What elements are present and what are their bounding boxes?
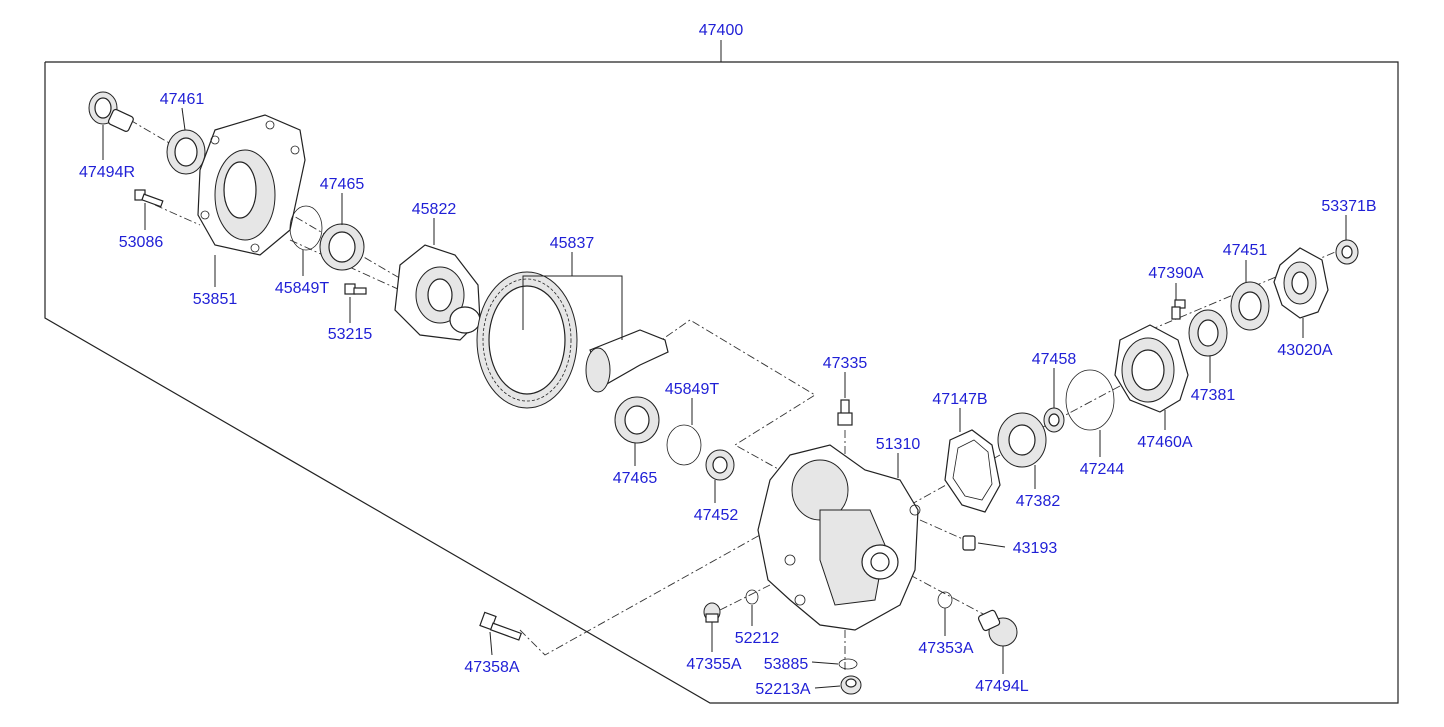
part-47358A-drawing (479, 611, 522, 641)
part-45849T-upper-drawing (289, 205, 323, 251)
part-label-43193[interactable]: 43193 (1013, 540, 1058, 557)
part-labels: 47400 47461 47494R 53086 53851 47465 458… (79, 22, 1377, 698)
part-47335-drawing (837, 399, 853, 426)
part-47458-drawing (1043, 407, 1065, 433)
part-52213A-drawing (840, 675, 862, 695)
part-53371B-drawing (1335, 239, 1359, 265)
part-label-47452[interactable]: 47452 (694, 507, 739, 524)
part-label-53851[interactable]: 53851 (193, 291, 238, 308)
part-47355A-drawing (703, 602, 721, 623)
part-label-47461[interactable]: 47461 (160, 91, 205, 108)
assembly-frame (44, 40, 1399, 704)
part-label-47390A[interactable]: 47390A (1148, 265, 1203, 282)
part-43193-drawing (962, 535, 976, 551)
part-label-47381[interactable]: 47381 (1191, 387, 1236, 404)
part-label-47335[interactable]: 47335 (823, 355, 868, 372)
part-label-43020A[interactable]: 43020A (1277, 342, 1332, 359)
part-53086-drawing (134, 189, 164, 208)
part-label-52212[interactable]: 52212 (735, 630, 780, 647)
part-label-51310[interactable]: 51310 (876, 436, 921, 453)
part-47465-upper-drawing (319, 223, 365, 271)
part-53885-drawing (838, 658, 858, 670)
part-label-45837[interactable]: 45837 (550, 235, 595, 252)
part-47381-drawing (1188, 309, 1228, 357)
part-53851-drawing (197, 114, 306, 256)
part-47244-drawing (1065, 369, 1115, 431)
part-47494L-drawing (977, 609, 1018, 647)
leader-lines (102, 107, 1347, 689)
part-45822-drawing (394, 244, 481, 341)
part-47390A-drawing (1171, 299, 1186, 320)
part-47465-lower-drawing (614, 396, 660, 444)
part-label-47451[interactable]: 47451 (1223, 242, 1268, 259)
part-53215-drawing (344, 283, 367, 295)
part-label-47244[interactable]: 47244 (1080, 461, 1125, 478)
part-label-52213A[interactable]: 52213A (755, 681, 810, 698)
assembly-label[interactable]: 47400 (699, 22, 744, 39)
part-47460A-drawing (1114, 324, 1189, 413)
part-label-47494R[interactable]: 47494R (79, 164, 135, 181)
part-label-53371B[interactable]: 53371B (1321, 198, 1376, 215)
part-47494R-drawing (88, 91, 134, 132)
part-label-47358A[interactable]: 47358A (464, 659, 519, 676)
part-label-47465-lower[interactable]: 47465 (613, 470, 658, 487)
part-label-53215[interactable]: 53215 (328, 326, 373, 343)
part-51310-drawing (757, 444, 921, 631)
part-label-53885[interactable]: 53885 (764, 656, 809, 673)
part-label-45849T-upper[interactable]: 45849T (275, 280, 329, 297)
part-47147B-drawing (944, 429, 1001, 513)
part-label-47147B[interactable]: 47147B (932, 391, 987, 408)
part-label-47355A[interactable]: 47355A (686, 656, 741, 673)
part-47461-drawing (166, 129, 206, 175)
part-47452-drawing (705, 449, 735, 481)
part-47353A-drawing (937, 591, 953, 609)
part-label-53086[interactable]: 53086 (119, 234, 164, 251)
part-52212-drawing (745, 589, 759, 605)
part-43020A-drawing (1273, 247, 1329, 319)
part-label-47353A[interactable]: 47353A (918, 640, 973, 657)
part-label-47382[interactable]: 47382 (1016, 493, 1061, 510)
part-label-47460A[interactable]: 47460A (1137, 434, 1192, 451)
part-label-45849T-lower[interactable]: 45849T (665, 381, 719, 398)
part-label-47494L[interactable]: 47494L (975, 678, 1028, 695)
part-47451-drawing (1230, 281, 1270, 331)
part-45849T-lower-drawing (666, 424, 702, 466)
part-47382-drawing (997, 412, 1047, 468)
part-label-47458[interactable]: 47458 (1032, 351, 1077, 368)
part-45837-drawing (476, 271, 669, 409)
part-label-45822[interactable]: 45822 (412, 201, 457, 218)
part-label-47465-upper[interactable]: 47465 (320, 176, 365, 193)
